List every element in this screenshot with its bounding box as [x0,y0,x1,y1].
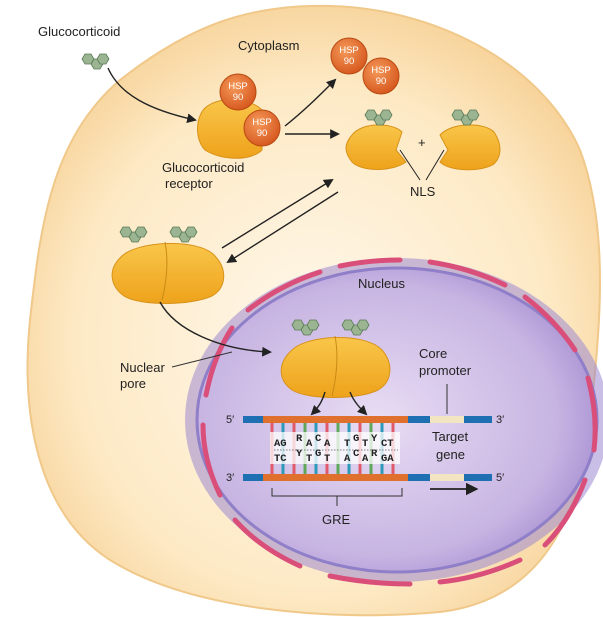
seq-top-3: A [306,438,313,450]
hsp90-icon [243,109,281,147]
seq-top-7: G [353,433,359,445]
label-bottom-right-end: 5′ [496,472,504,484]
label-receptor-line1: Glucocorticoid [162,160,244,175]
hsp90-released-icon [330,37,368,75]
gre-sequence: AG R A C A T G T Y CT TC Y T G T A C A R… [274,433,398,465]
gre-bracket [271,488,403,506]
label-nuclear-pore-line2: pore [120,376,146,391]
hsp90-released-icon [362,57,400,95]
nuclear-pores [200,257,598,587]
label-nucleus: Nucleus [358,276,405,291]
arrow-monomers-to-dimer [226,191,339,264]
seq-top-2: R [296,433,303,445]
label-cytoplasm: Cytoplasm [238,38,299,53]
label-bottom-left-end: 3′ [226,472,234,484]
seq-top-1: AG [274,438,287,450]
seq-top-8: T [362,438,368,450]
hsp-label: 90 [344,56,355,67]
hsp-label: HSP [339,45,359,56]
seq-bot-5: T [324,453,330,465]
nls-pointer [425,149,445,181]
seq-bot-9: R [371,448,378,460]
dimer-seam [161,241,168,301]
hsp-label: 90 [376,76,387,87]
seq-bot-3: T [306,453,312,465]
label-plus: + [418,135,426,150]
receptor-dimer-icon [111,242,225,304]
nuclear-pore-pointer [171,351,233,368]
seq-bot-1: TC [274,453,287,465]
seq-bot-2: Y [296,448,303,460]
label-nls: NLS [410,184,436,199]
arrow-hsp-release [284,78,337,127]
label-target-gene-line1: Target [432,429,469,444]
seq-bot-7: C [353,448,360,460]
sequence-panel [270,432,400,464]
label-target-gene-line2: gene [436,447,465,462]
hsp-label: HSP [252,117,272,128]
seq-bot-8: A [362,453,369,465]
arrow-bind-left [310,391,326,416]
label-top-right-end: 3′ [496,414,504,426]
seq-top-10: CT [381,438,394,450]
seq-top-4: C [315,433,322,445]
arrow-bind-right [349,391,368,416]
dna-top-strand [243,416,492,423]
seq-bot-6: A [344,453,351,465]
glucocorticoid-molecule-icon [81,53,110,70]
seq-bot-4: G [315,448,321,460]
seq-bot-10: GA [381,453,394,465]
seq-top-6: T [344,438,350,450]
dna-bottom-strand [243,474,492,481]
hsp-label: 90 [257,128,268,139]
hsp-label: HSP [228,81,248,92]
arrow-hormone-to-receptor [107,67,197,124]
receptor-monomer-right-icon [439,124,501,171]
arrow-dimer-to-nucleus [159,301,272,357]
receptor-dimer-nuclear-icon [280,336,391,398]
seq-top-9: Y [371,433,378,445]
seq-top-5: A [324,438,331,450]
label-receptor-line2: receptor [165,176,213,191]
label-gre: GRE [322,512,351,527]
arrow-dimer-to-monomers [221,178,334,249]
label-glucocorticoid: Glucocorticoid [38,24,120,39]
nls-pointer [399,149,421,181]
label-nuclear-pore-line1: Nuclear [120,360,165,375]
hsp-label: 90 [233,92,244,103]
receptor-monomer-left-icon [345,124,407,170]
dimer-seam [331,335,338,397]
label-core-promoter-line1: Core [419,346,447,361]
label-core-promoter-line2: promoter [419,363,472,378]
hsp-label: HSP [371,65,391,76]
hsp90-icon [219,73,257,111]
label-top-left-end: 5′ [226,414,234,426]
